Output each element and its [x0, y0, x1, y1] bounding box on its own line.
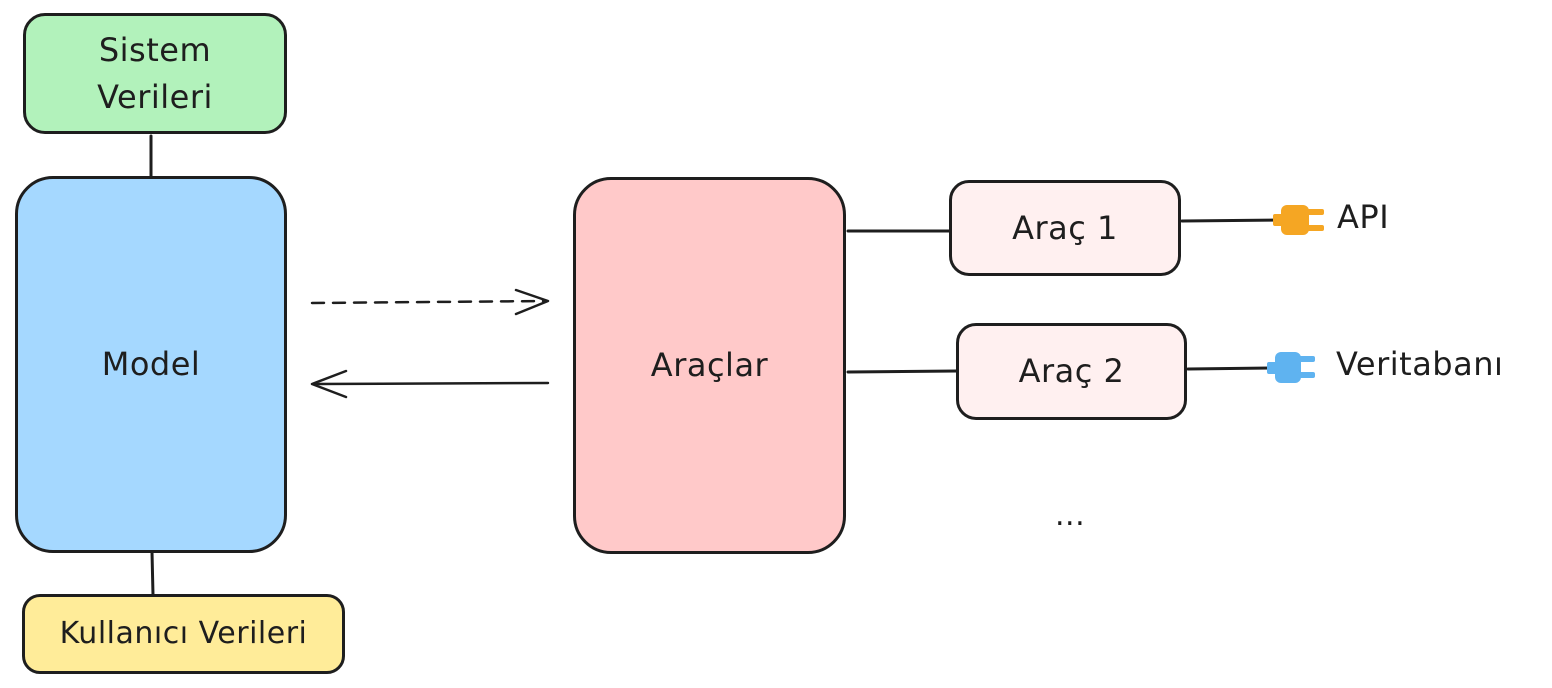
connector-tool2-db	[1186, 366, 1274, 371]
system-data-label-line1: Sistem	[98, 31, 212, 70]
model-node: Model	[15, 176, 287, 553]
arrow-tools-to-model-head	[310, 369, 348, 399]
tool2-node: Araç 2	[956, 323, 1187, 420]
plug-icon	[1273, 205, 1324, 235]
connector-tool1-api	[1180, 218, 1282, 223]
system-data-node: Sistem Verileri	[23, 13, 287, 134]
arrow-model-to-tools	[310, 299, 548, 305]
arrow-tools-to-model	[312, 381, 550, 386]
system-data-label-line2: Verileri	[97, 77, 213, 116]
user-data-label: Kullanıcı Verileri	[59, 616, 308, 652]
tool2-label: Araç 2	[1018, 352, 1125, 391]
tool1-node: Araç 1	[949, 180, 1181, 276]
arrow-model-to-tools-head	[514, 288, 550, 316]
user-data-node: Kullanıcı Verileri	[22, 594, 345, 674]
plug-icon	[1267, 352, 1315, 383]
more-tools-ellipsis: ...	[1055, 498, 1086, 533]
tools-node: Araçlar	[573, 177, 846, 554]
connector-model-user	[150, 550, 155, 597]
model-label: Model	[101, 345, 201, 384]
database-label: Veritabanı	[1336, 345, 1504, 383]
api-label: API	[1337, 198, 1390, 236]
connector-tools-tool2	[846, 369, 959, 374]
tool1-label: Araç 1	[1012, 208, 1118, 247]
tools-label: Araçlar	[650, 346, 769, 385]
